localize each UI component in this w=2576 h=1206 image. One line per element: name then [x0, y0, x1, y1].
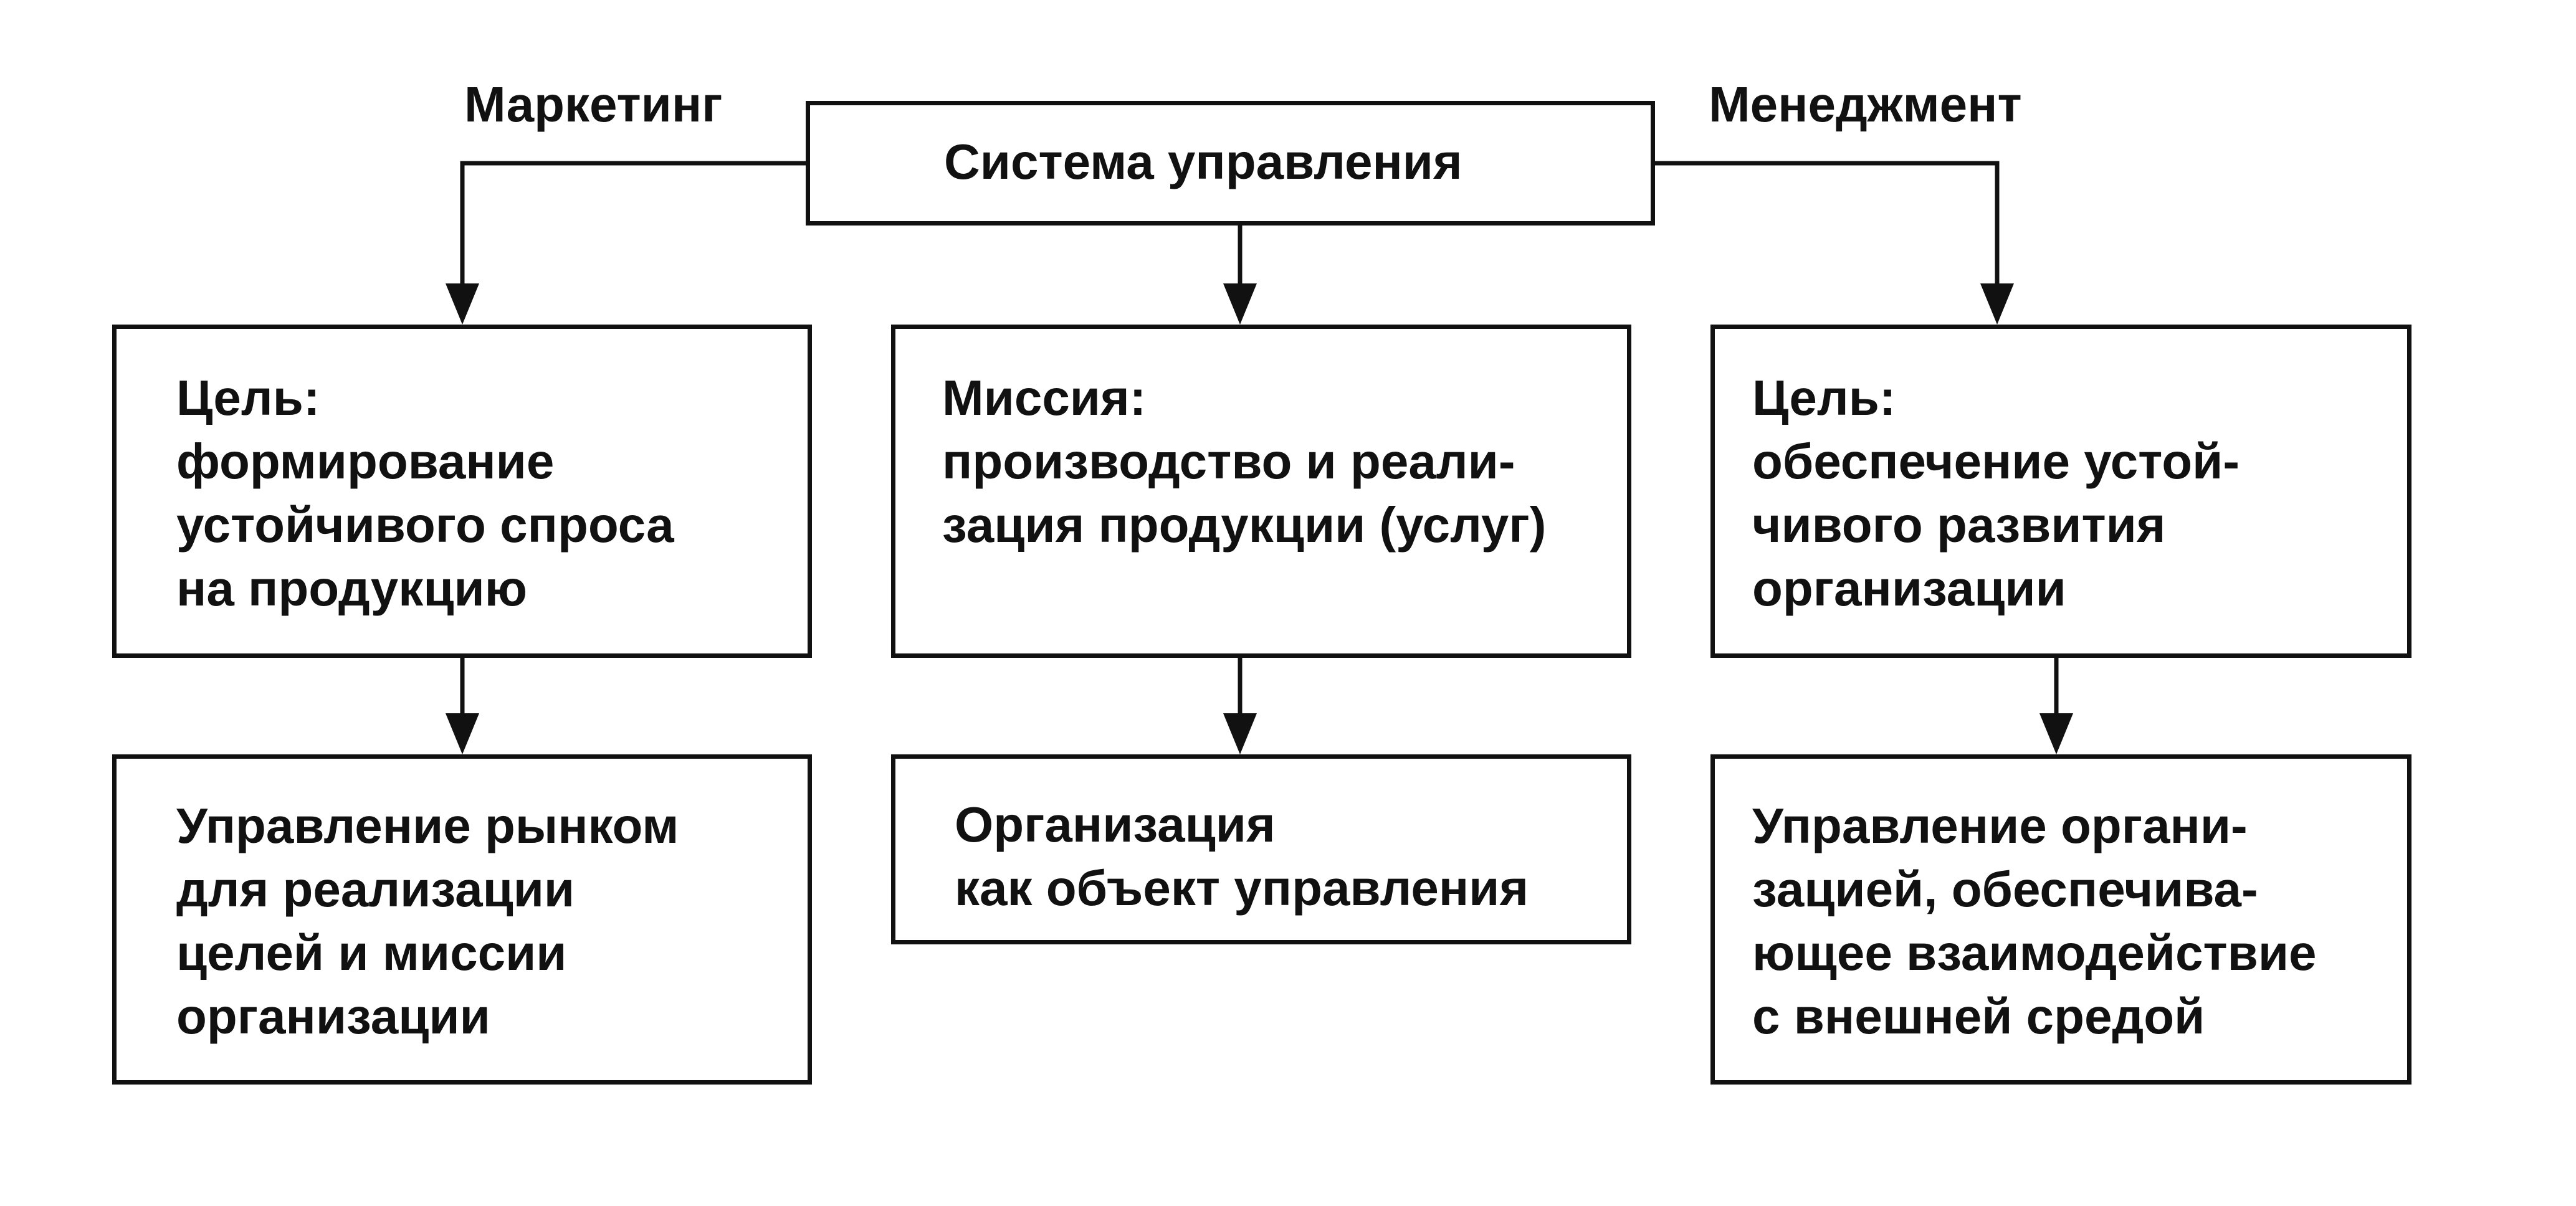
market-management-text-line: целей и миссии	[176, 925, 567, 980]
arrowhead-mission	[1223, 283, 1257, 325]
organization-management-text-line: с внешней средой	[1752, 989, 2205, 1044]
mission-text-line: производство и реали-	[942, 434, 1515, 489]
arrowhead-left-result	[446, 713, 479, 754]
organization-management-text-line: зацией, обеспечива-	[1752, 862, 2258, 917]
market-management-text-line: для реализации	[176, 862, 575, 917]
organization-management-text-line: ющее взаимодействие	[1752, 925, 2317, 980]
management-goal-text-line: организации	[1752, 561, 2066, 616]
mission-heading: Миссия:	[942, 370, 1147, 425]
management-goal-box: Цель: обеспечение устой- чивого развития…	[1710, 325, 2411, 658]
arrowhead-right-goal	[1980, 283, 2014, 325]
marketing-goal-box: Цель: формирование устойчивого спроса на…	[112, 325, 812, 658]
market-management-text-line: организации	[176, 989, 490, 1044]
arrowhead-center-result	[1223, 713, 1257, 754]
management-system-title: Система управления	[944, 134, 1462, 189]
marketing-label: Маркетинг	[464, 77, 723, 132]
management-goal-heading: Цель:	[1752, 370, 1896, 425]
management-goal-text-line: обеспечение устой-	[1752, 434, 2240, 489]
marketing-goal-text-line: устойчивого спроса	[176, 497, 674, 553]
connector-top-to-left-goal	[460, 161, 806, 296]
arrowhead-right-result	[2039, 713, 2073, 754]
mission-box: Миссия: производство и реали- зация прод…	[891, 325, 1631, 658]
management-goal-text-line: чивого развития	[1752, 497, 2166, 553]
organization-management-box: Управление органи- зацией, обеспечива- ю…	[1710, 754, 2411, 1085]
organization-management-text-line: Управление органи-	[1752, 798, 2248, 853]
management-label: Менеджмент	[1709, 77, 2022, 132]
mission-text-line: зация продукции (услуг)	[942, 497, 1547, 553]
management-system-box: Система управления	[806, 101, 1655, 226]
organization-object-box: Организация как объект управления	[891, 754, 1631, 944]
marketing-goal-text-line: формирование	[176, 434, 555, 489]
marketing-goal-text-line: на продукцию	[176, 561, 528, 616]
marketing-goal-heading: Цель:	[176, 370, 320, 425]
arrowhead-left-goal	[446, 283, 479, 325]
market-management-box: Управление рынком для реализации целей и…	[112, 754, 812, 1085]
connector-top-to-right-goal	[1655, 161, 2000, 296]
organization-object-text-line: как объект управления	[955, 860, 1529, 916]
market-management-text-line: Управление рынком	[176, 798, 679, 853]
organization-object-text-line: Организация	[955, 797, 1276, 852]
